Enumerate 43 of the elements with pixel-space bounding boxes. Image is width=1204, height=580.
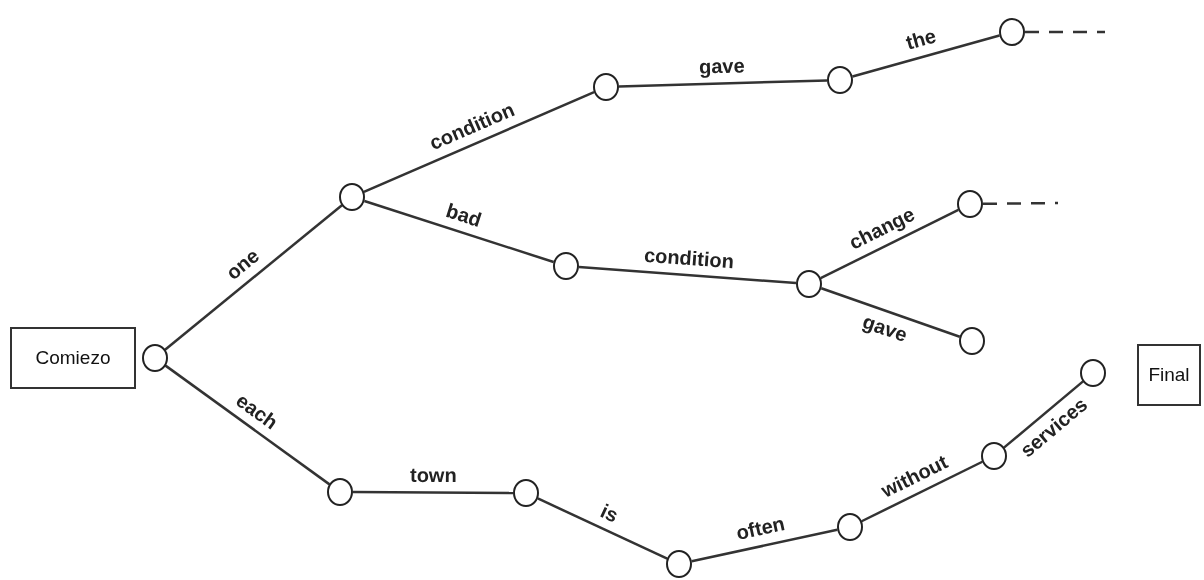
edge-label: often — [734, 512, 788, 546]
edge-label: gave — [699, 54, 746, 79]
connector-line — [691, 528, 838, 563]
edge-label: condition — [643, 243, 735, 273]
edge-label: town — [409, 463, 457, 488]
connector-line — [578, 265, 797, 285]
edge-label: bad — [443, 198, 485, 232]
node-circle — [1080, 359, 1106, 387]
node-circle — [959, 327, 985, 355]
connector-line — [852, 34, 1000, 78]
connector-line — [364, 199, 554, 264]
node-circle — [957, 190, 983, 218]
edge-label: gave — [859, 310, 910, 347]
edge-label: one — [221, 244, 264, 285]
connector-line — [820, 208, 959, 280]
node-circle — [553, 252, 579, 280]
connector-line — [164, 364, 331, 486]
connector-line — [363, 91, 595, 193]
dashed-continuation-line — [1025, 30, 1105, 34]
node-circle — [827, 66, 853, 94]
terminal-box: Comiezo — [10, 327, 136, 389]
node-circle — [327, 478, 353, 506]
connector-line — [618, 79, 828, 88]
connector-line — [537, 497, 668, 560]
node-circle — [593, 73, 619, 101]
node-circle — [837, 513, 863, 541]
node-circle — [981, 442, 1007, 470]
connector-line — [1003, 380, 1084, 449]
node-circle — [796, 270, 822, 298]
connector-line — [164, 204, 343, 351]
terminal-box: Final — [1137, 344, 1201, 406]
edge-label: the — [903, 24, 939, 55]
dashed-continuation-line — [983, 201, 1058, 206]
node-circle — [142, 344, 168, 372]
edge-label: each — [232, 388, 283, 434]
node-circle — [666, 550, 692, 578]
node-circle — [513, 479, 539, 507]
connector-line — [861, 460, 983, 523]
connector-line — [820, 287, 961, 338]
edge-label: is — [597, 499, 622, 527]
node-circle — [999, 18, 1025, 46]
connector-line — [353, 490, 513, 495]
node-circle — [339, 183, 365, 211]
